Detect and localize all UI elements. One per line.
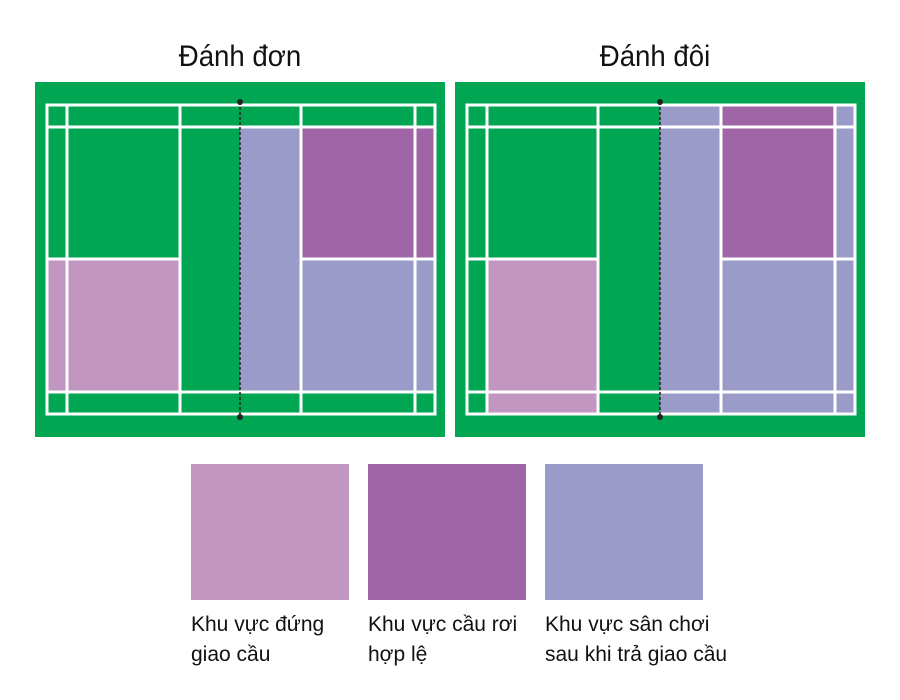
singles-title: Đánh đơn — [178, 40, 302, 73]
court-lines — [45, 103, 437, 416]
legend-label-line2: giao cầu — [191, 643, 271, 666]
net-post-top — [657, 99, 663, 105]
valid-landing-zone — [301, 127, 435, 259]
net-post-bottom — [237, 414, 243, 420]
court-lines — [465, 103, 857, 416]
legend-label-line1: Khu vực sân chơi — [545, 613, 710, 636]
net-post-bottom — [657, 414, 663, 420]
legend-label-line2: hợp lệ — [368, 643, 428, 666]
doubles-title: Đánh đôi — [599, 40, 711, 73]
legend-swatch-serve-stand — [191, 464, 349, 600]
legend-label-line2: sau khi trả giao cầu — [545, 643, 728, 666]
legend-swatch-valid-landing — [368, 464, 526, 600]
legend-label-line1: Khu vực cầu rơi — [368, 613, 518, 636]
legend-label-valid-landing: Khu vực cầu rơi hợp lệ — [368, 610, 517, 670]
singles-court — [35, 82, 445, 437]
valid-landing-zone — [721, 105, 833, 259]
play-zone-right-strip — [833, 105, 855, 259]
serve-stand-zone — [487, 259, 598, 414]
legend-label-line1: Khu vực đứng — [191, 613, 325, 636]
legend-label-play-after-serve: Khu vực sân chơi sau khi trả giao cầu — [545, 610, 727, 670]
play-zone-center — [660, 105, 721, 414]
legend-label-serve-stand: Khu vực đứng giao cầu — [191, 610, 324, 670]
play-zone-lower — [301, 259, 435, 392]
play-zone-right — [721, 259, 855, 414]
doubles-court — [455, 82, 865, 437]
legend-swatch-play-after-serve — [545, 464, 703, 600]
serve-stand-zone — [47, 259, 180, 392]
net-post-top — [237, 99, 243, 105]
play-zone-center — [240, 127, 301, 392]
